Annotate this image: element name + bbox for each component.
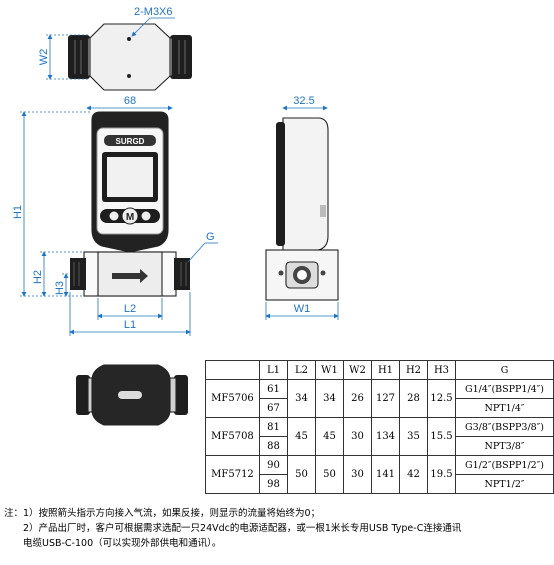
width-68-dim: 68: [124, 95, 136, 107]
h3-dim: H3: [54, 281, 66, 295]
g-cell: NPT3/8″: [455, 436, 554, 456]
h3-cell: 15.5: [427, 417, 456, 456]
g-cell: NPT1/2″: [455, 474, 554, 494]
g-cell: G1/4″(BSPP1/4″): [455, 379, 554, 399]
l1-cell: 81: [259, 417, 288, 437]
col-header: H1: [371, 360, 400, 380]
mode-button: M: [126, 212, 134, 223]
notes: 注：1）按照箭头指示方向接入气流，如果反接，则显示的流量将始终为0； 2）产品出…: [4, 506, 552, 551]
g-dim: G: [206, 231, 215, 243]
flow-arrow: [112, 269, 148, 283]
l1-cell: 98: [259, 474, 288, 494]
l1-dim: L1: [124, 319, 136, 331]
g-cell: G1/2″(BSPP1/2″): [455, 455, 554, 475]
outlet-fitting: [174, 258, 190, 290]
w2-cell: 26: [343, 379, 372, 418]
g-cell: G3/8″(BSPP3/8″): [455, 417, 554, 437]
top-view: 2-M3X6 W2: [38, 6, 192, 91]
lcd-screen: [107, 157, 153, 197]
w2-cell: 30: [343, 455, 372, 494]
l2-dim: L2: [124, 303, 136, 315]
col-header: W1: [315, 360, 344, 380]
table-row: MF5708 81 45 45 30 134 35 15.5 G3/8″(BSP…: [205, 417, 554, 456]
col-header: L2: [287, 360, 316, 380]
thread-callout: 2-M3X6: [134, 6, 173, 18]
l2-cell: 50: [287, 455, 316, 494]
model-cell: MF5712: [205, 455, 260, 494]
w2-cell: 30: [343, 417, 372, 456]
l2-cell: 34: [287, 379, 316, 418]
screw-hole-bottom: [127, 74, 131, 78]
h3-cell: 19.5: [427, 455, 456, 494]
note-1: 注：1）按照箭头指示方向接入气流，如果反接，则显示的流量将始终为0；: [4, 508, 321, 519]
h1-cell: 127: [371, 379, 400, 418]
col-header: G: [455, 360, 554, 380]
depth-32-5-dim: 32.5: [293, 95, 314, 107]
col-header: L1: [259, 360, 288, 380]
l2-cell: 45: [287, 417, 316, 456]
h2-cell: 42: [399, 455, 428, 494]
bottom-view: [76, 364, 188, 426]
w2-dim: W2: [38, 49, 50, 66]
note-2: 2）产品出厂时，客户可根据需求选配一只24Vdc的电源适配器，或一根1米长专用U…: [4, 523, 462, 534]
l1-cell: 67: [259, 398, 288, 418]
l1-cell: 88: [259, 436, 288, 456]
l1-cell: 90: [259, 455, 288, 475]
side-view: 32.5 W1: [265, 95, 339, 320]
col-header: H2: [399, 360, 428, 380]
w1-cell: 45: [315, 417, 344, 456]
table-row: 98 NPT1/2″: [206, 474, 554, 494]
table-row: MF5712 90 50 50 30 141 42 19.5 G1/2″(BSP…: [205, 455, 554, 494]
h1-cell: 141: [371, 455, 400, 494]
model-cell: MF5708: [205, 417, 260, 456]
h2-cell: 28: [399, 379, 428, 418]
left-button: [109, 211, 119, 221]
brand-logo: SURGD: [116, 137, 145, 146]
table-header-row: L1 L2 W1 W2 H1 H2 H3 G: [205, 360, 554, 380]
col-header: H3: [427, 360, 456, 380]
right-button: [141, 211, 151, 221]
w1-cell: 50: [315, 455, 344, 494]
w1-cell: 34: [315, 379, 344, 418]
spec-table: L1 L2 W1 W2 H1 H2 H3 G MF5706 61 34 34 2…: [205, 360, 554, 494]
model-cell: MF5706: [205, 379, 260, 418]
note-3: 电缆USB-C-100（可以实现外部供电和通讯）。: [4, 538, 222, 549]
table-row: MF5706 61 34 34 26 127 28 12.5 G1/4″(BSP…: [205, 379, 554, 418]
h2-dim: H2: [32, 270, 44, 284]
g-cell: NPT1/4″: [455, 398, 554, 418]
h1-cell: 134: [371, 417, 400, 456]
col-header: W2: [343, 360, 372, 380]
front-view: 68 SURGD M G H1 H2 H3: [12, 95, 218, 336]
usb-c-port: [118, 391, 142, 399]
table-row: 67 NPT1/4″: [206, 398, 554, 418]
h1-dim: H1: [12, 205, 24, 219]
h3-cell: 12.5: [427, 379, 456, 418]
h2-cell: 35: [399, 417, 428, 456]
inlet-fitting: [70, 258, 86, 290]
l1-cell: 61: [259, 379, 288, 399]
w1-dim: W1: [294, 303, 311, 315]
screw-hole-top: [127, 37, 131, 41]
